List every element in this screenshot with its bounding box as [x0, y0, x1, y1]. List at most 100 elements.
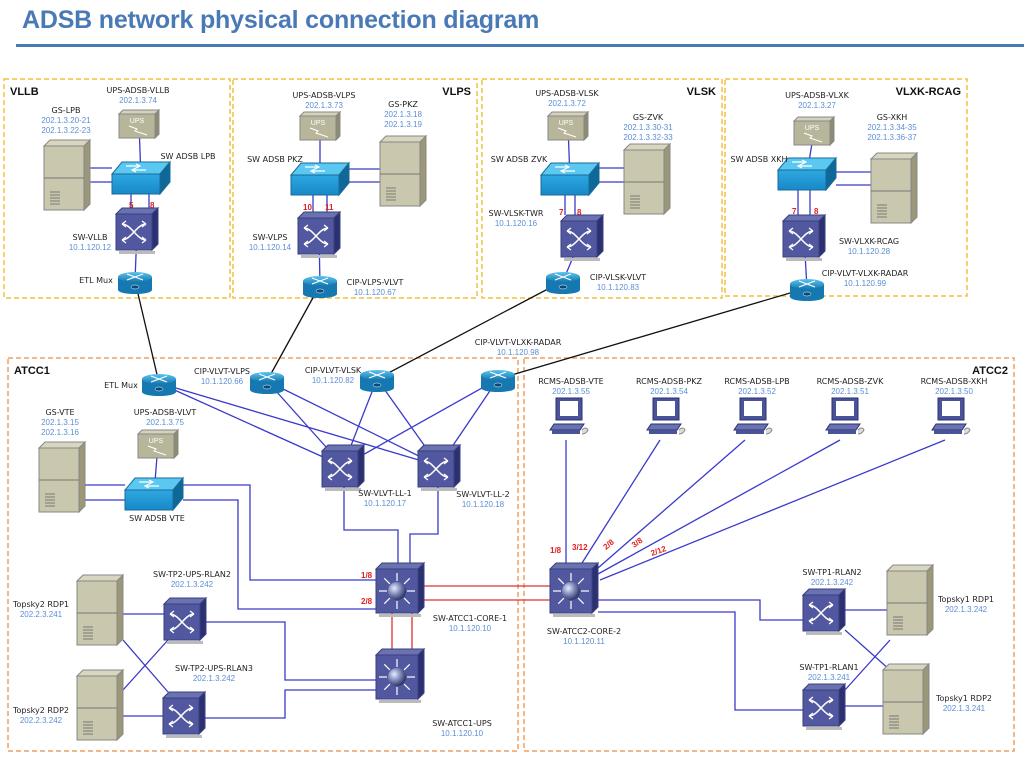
zone-label-atcc1: ATCC1 [14, 365, 50, 377]
port-label: 3/12 [572, 543, 588, 552]
l2switch-sw_vlvt_ll1-switch-icon[interactable] [320, 443, 366, 491]
ups-ups_vlxk-icon[interactable]: UPS [792, 115, 836, 147]
device-ip-rcms_xkh: 202.1.3.50 [935, 387, 973, 396]
device-name-sw_adsb_lpb: SW ADSB LPB [160, 152, 215, 161]
device-name-ups_vlps: UPS-ADSB-VLPS [293, 91, 356, 100]
device-name-cip_vlvt_vlsk: CIP-VLVT-VLSK [305, 366, 362, 375]
link-sw_atcc2_core2-sw_tp1_rlan1 [598, 611, 803, 711]
svg-text:UPS: UPS [805, 125, 820, 132]
router-cip_vlvt_vlsk-icon[interactable] [360, 370, 394, 392]
router-etl_mux_atcc1-icon[interactable] [142, 374, 176, 396]
l2switch-sw_vllb-switch-icon[interactable] [114, 206, 160, 254]
zone-label-vlps: VLPS [442, 86, 471, 98]
l2switch-sw_vlps-switch-icon[interactable] [296, 210, 342, 258]
svg-text:UPS: UPS [149, 438, 164, 445]
router-cip_vlvt_vlxk_radar-icon[interactable] [790, 279, 824, 301]
switch-sw_adsb_vte-switch-icon[interactable] [123, 476, 185, 512]
device-ip-ups_vllb: 202.1.3.74 [119, 96, 157, 105]
ups-ups_vllb-icon[interactable]: UPS [117, 108, 161, 140]
device-name-sw_vlps: SW-VLPS [253, 233, 288, 242]
workstation-rcms_xkh-icon[interactable] [931, 397, 971, 435]
device-name-gs_pkz: GS-PKZ [388, 100, 418, 109]
router-etl_mux_vllb-icon[interactable] [118, 272, 152, 294]
device-ip-sw_tp2_rlan3: 202.1.3.242 [193, 674, 236, 683]
server-gs_pkz-icon[interactable] [378, 134, 428, 208]
device-ip-cip_vlps_vlvt: 10.1.120.67 [354, 288, 397, 297]
server-gs_xkh-icon[interactable] [869, 151, 919, 225]
device-name-gs_lpb: GS-LPB [52, 106, 81, 115]
l2switch-sw_tp2_rlan3-switch-icon[interactable] [161, 690, 207, 738]
device-name-sw_adsb_pkz: SW ADSB PKZ [247, 155, 303, 164]
workstation-rcms_zvk-icon[interactable] [825, 397, 865, 435]
device-name-rcms_lpb: RCMS-ADSB-LPB [724, 377, 789, 386]
device-name-etl_mux_vllb: ETL Mux [79, 276, 113, 285]
l2switch-sw_tp2_rlan2-switch-icon[interactable] [162, 596, 208, 644]
port-label: 1/8 [361, 571, 373, 580]
link-cip_vlps_vlvt-cip_vlvt_vlps [266, 284, 321, 382]
router-cip_vlvt_vlxk_radar_atcc-icon[interactable] [481, 370, 515, 392]
device-ip-cip_vlvt_vlxk_radar: 10.1.120.99 [844, 279, 887, 288]
ups-ups_vlvt-icon[interactable]: UPS [136, 428, 180, 460]
server-topsky1_rdp2-icon[interactable] [881, 662, 931, 736]
port-label: 11 [325, 203, 334, 212]
server-gs_lpb-icon[interactable] [42, 138, 92, 212]
ups-ups_vlps-icon[interactable]: UPS [298, 110, 342, 142]
workstation-rcms_vte-icon[interactable] [549, 397, 589, 435]
link-rcms_zvk-sw_atcc2_core2 [597, 439, 841, 575]
router-cip_vlsk_vlvt-icon[interactable] [546, 272, 580, 294]
device-name-cip_vlps_vlvt: CIP-VLPS-VLVT [347, 278, 404, 287]
router-cip_vlps_vlvt-icon[interactable] [303, 276, 337, 298]
page-title: ADSB network physical connection diagram [22, 6, 540, 34]
svg-text:UPS: UPS [559, 120, 574, 127]
link-etl_mux_vllb-etl_mux_atcc1 [134, 280, 160, 384]
router-cip_vlvt_vlps-icon[interactable] [250, 372, 284, 394]
link-sw_adsb_vte-sw_atcc1_core1 [183, 499, 376, 610]
device-name-ups_vllb: UPS-ADSB-VLLB [107, 86, 170, 95]
l2switch-sw_tp1_rlan1-switch-icon[interactable] [801, 682, 847, 730]
l2switch-sw_vlsk_twr-switch-icon[interactable] [559, 213, 605, 261]
server-topsky2_rdp2-icon[interactable] [75, 668, 125, 742]
l3switch-sw_atcc1_ups-switch-icon[interactable] [374, 647, 426, 703]
server-topsky1_rdp1-icon[interactable] [885, 563, 935, 637]
port-label: 7 [792, 207, 797, 216]
device-name-sw_atcc2_core2: SW-ATCC2-CORE-2 [547, 627, 621, 636]
server-gs_vte-icon[interactable] [37, 440, 87, 514]
switch-sw_adsb_lpb-switch-icon[interactable] [110, 160, 172, 196]
l2switch-sw_vlxk_rcag-switch-icon[interactable] [781, 213, 827, 261]
server-gs_zvk-icon[interactable] [622, 142, 672, 216]
workstation-rcms_lpb-icon[interactable] [733, 397, 773, 435]
l3switch-sw_atcc1_core1-switch-icon[interactable] [374, 561, 426, 617]
switch-sw_adsb_pkz-switch-icon[interactable] [289, 161, 351, 197]
device-ip-gs_zvk: 202.1.3.32-33 [623, 133, 673, 142]
device-name-sw_vlsk_twr: SW-VLSK-TWR [488, 209, 543, 218]
device-ip-rcms_lpb: 202.1.3.52 [738, 387, 776, 396]
device-name-sw_adsb_xkh: SW ADSB XKH [730, 155, 787, 164]
port-label: 8 [814, 207, 819, 216]
device-name-cip_vlsk_vlvt: CIP-VLSK-VLVT [590, 273, 646, 282]
link-cip_vlvt_vlxk_radar_atcc-sw_vlvt_ll1 [342, 378, 499, 467]
port-label: 1/8 [550, 546, 562, 555]
device-ip-gs_pkz: 202.1.3.18 [384, 110, 422, 119]
server-topsky2_rdp1-icon[interactable] [75, 573, 125, 647]
l2switch-sw_vlvt_ll2-switch-icon[interactable] [416, 443, 462, 491]
device-name-sw_vllb: SW-VLLB [73, 233, 108, 242]
device-name-ups_vlxk: UPS-ADSB-VLXK [785, 91, 849, 100]
device-ip-cip_vlsk_vlvt: 10.1.120.83 [597, 283, 640, 292]
device-name-sw_atcc1_core1: SW-ATCC1-CORE-1 [433, 614, 507, 623]
switch-sw_adsb_xkh-switch-icon[interactable] [776, 156, 838, 192]
device-name-sw_tp2_rlan2: SW-TP2-UPS-RLAN2 [153, 570, 231, 579]
port-label: 7 [559, 208, 564, 217]
l2switch-sw_tp1_rlan2-switch-icon[interactable] [801, 587, 847, 635]
device-name-gs_xkh: GS-XKH [877, 113, 908, 122]
ups-ups_vlsk-icon[interactable]: UPS [546, 110, 590, 142]
device-ip-sw_vllb: 10.1.120.12 [69, 243, 112, 252]
workstation-rcms_pkz-icon[interactable] [646, 397, 686, 435]
l3switch-sw_atcc2_core2-switch-icon[interactable] [548, 561, 600, 617]
link-sw_atcc2_core2-sw_tp1_rlan2 [598, 599, 803, 621]
device-name-sw_vlvt_ll2: SW-VLVT-LL-2 [456, 490, 509, 499]
svg-text:UPS: UPS [311, 120, 326, 127]
switch-sw_adsb_zvk-switch-icon[interactable] [539, 161, 601, 197]
device-ip-gs_xkh: 202.1.3.36-37 [867, 133, 917, 142]
device-ip-sw_vlps: 10.1.120.14 [249, 243, 292, 252]
